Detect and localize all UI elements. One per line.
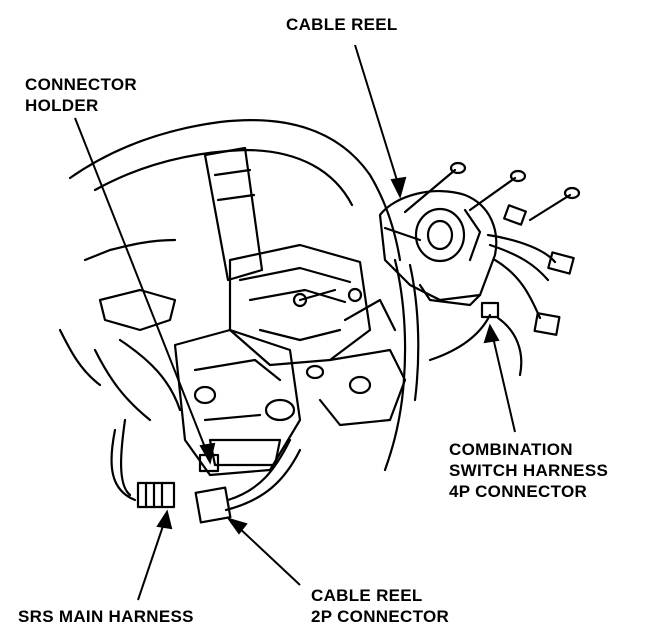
cable-reel-screws — [403, 161, 581, 222]
label-srs-main-harness: SRS MAIN HARNESS — [18, 606, 194, 627]
label-combination-switch-line3: 4P CONNECTOR — [449, 482, 588, 501]
label-combination-switch-line1: COMBINATION — [449, 440, 573, 459]
label-connector-holder: CONNECTOR HOLDER — [25, 74, 137, 116]
cable-reel-body — [378, 190, 498, 302]
cable-reel-hub — [414, 207, 466, 263]
cable-reel-2p-connector-shape — [194, 486, 232, 524]
column-housing — [228, 243, 372, 367]
label-connector-holder-line2: HOLDER — [25, 96, 99, 115]
dashboard-inner-contour — [93, 148, 354, 207]
dashboard-outline — [68, 119, 402, 262]
dashboard-lower-edge — [83, 238, 177, 262]
label-connector-holder-line1: CONNECTOR — [25, 75, 137, 94]
label-cable-reel-2p-line1: CABLE REEL — [311, 586, 423, 605]
label-combination-switch: COMBINATION SWITCH HARNESS 4P CONNECTOR — [449, 439, 608, 502]
label-srs-main-harness-text: SRS MAIN HARNESS — [18, 607, 194, 626]
steering-shaft — [203, 146, 264, 282]
label-cable-reel: CABLE REEL — [286, 14, 398, 35]
srs-connector-shape — [136, 481, 176, 509]
label-cable-reel-text: CABLE REEL — [286, 15, 398, 34]
column-bracket — [173, 328, 302, 477]
label-combination-switch-line2: SWITCH HARNESS — [449, 461, 609, 480]
label-cable-reel-2p: CABLE REEL 2P CONNECTOR — [311, 585, 449, 627]
label-cable-reel-2p-line2: 2P CONNECTOR — [311, 607, 450, 626]
